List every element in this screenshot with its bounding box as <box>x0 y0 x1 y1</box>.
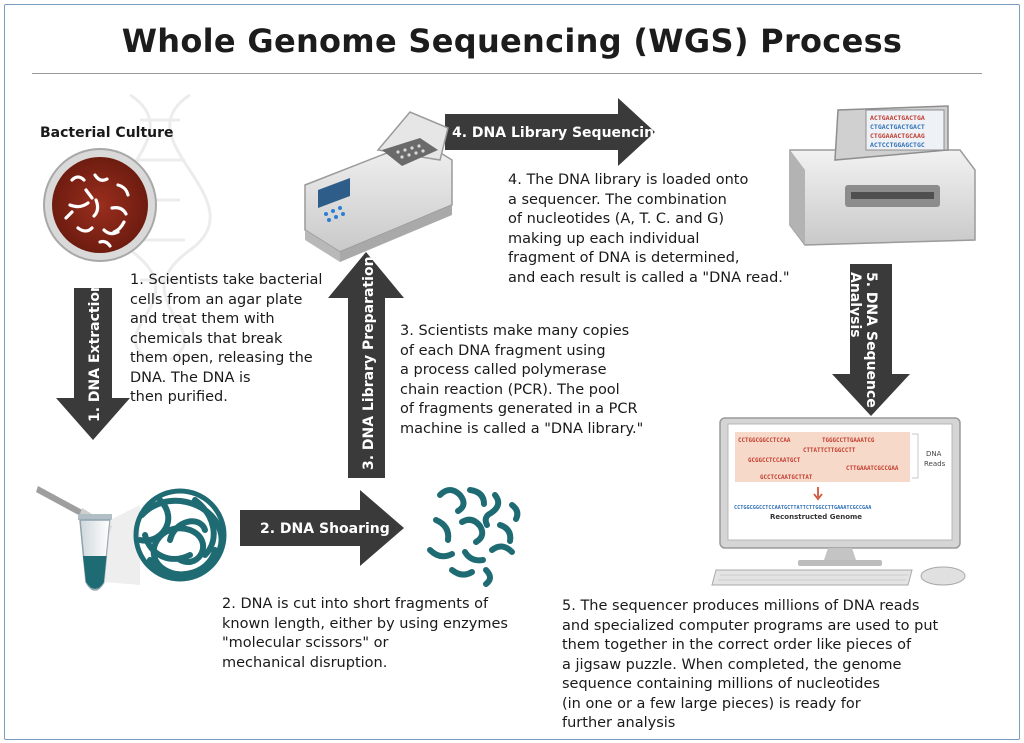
arrow-label-step4: 4. DNA Library Sequencing <box>452 125 664 141</box>
arrow-dna-library-sequencing: 4. DNA Library Sequencing <box>445 98 664 166</box>
reads-highlight <box>735 432 910 482</box>
dna-read: GCGGCCTCCAATGCT <box>748 458 801 464</box>
sequencer-screen-line: CTGACTGACTGACT <box>870 123 925 131</box>
dna-reads-label-line2: Reads <box>924 460 946 468</box>
petri-dish-icon <box>43 148 157 262</box>
test-tube-icon <box>36 486 140 591</box>
dna-read: GCCTCCAATGCTTAT <box>760 475 813 481</box>
page-title: Whole Genome Sequencing (WGS) Process <box>121 22 903 60</box>
pcr-machine-icon <box>304 111 453 262</box>
computer-icon: CCTGGCGGCCTCCAA TGGGCCTTGAAATCG CTTATTCT… <box>711 417 966 586</box>
sequencer-machine-icon: ACTGAACTGACTGA CTGACTGACTGACT CTGGAAACTG… <box>789 105 976 246</box>
dna-fragments-icon <box>427 487 521 587</box>
arrow-label-step5-line2: Analysis <box>847 272 863 338</box>
arrow-dna-extraction: 1. DNA Extraction <box>56 282 130 440</box>
dna-read: CTTGAAATCGCCGAA <box>846 466 899 472</box>
dna-read: TGGGCCTTGAAATCG <box>822 438 875 444</box>
step4-description: 4. The DNA library is loaded onto a sequ… <box>508 172 790 286</box>
step3-description: 3. Scientists make many copies of each D… <box>400 323 644 437</box>
tangled-dna-icon <box>133 488 227 582</box>
dna-read: CCTGGCGGCCTCCAA <box>738 438 791 444</box>
arrow-dna-library-preparation: 3. DNA Library Preparation <box>328 252 404 478</box>
arrow-dna-shoaring: 2. DNA Shoaring <box>240 490 404 566</box>
page-frame <box>4 4 1020 740</box>
step5-description: 5. The sequencer produces millions of DN… <box>562 598 939 731</box>
step1-description: 1. Scientists take bacterial cells from … <box>130 272 323 405</box>
sequencer-screen-line: ACTGAACTGACTGA <box>870 114 925 122</box>
dna-read: CTTATTCTTGGCCTT <box>803 448 856 454</box>
arrow-dna-sequence-analysis: 5. DNA Sequence Analysis <box>832 264 910 416</box>
step2-description: 2. DNA is cut into short fragments of kn… <box>222 596 508 671</box>
arrow-label-step1: 1. DNA Extraction <box>87 282 103 422</box>
arrow-label-step3: 3. DNA Library Preparation <box>361 256 377 470</box>
reconstructed-genome-label: Reconstructed Genome <box>770 513 862 521</box>
bacterial-culture-label: Bacterial Culture <box>40 125 174 141</box>
sequencer-screen-line: ACTCCTGGAGCTGC <box>870 141 925 149</box>
sequencer-screen-line: CTGGAAACTGCAAG <box>870 132 925 140</box>
title-divider <box>32 73 982 74</box>
reconstructed-sequence: CCTGGCGGCCTCCAATGCTTATTCTTGGCCTTGAAATCGC… <box>734 505 872 511</box>
arrow-label-step2: 2. DNA Shoaring <box>260 521 390 537</box>
dna-reads-label-line1: DNA <box>926 450 942 458</box>
arrow-label-step5-line1: 5. DNA Sequence <box>863 272 879 408</box>
